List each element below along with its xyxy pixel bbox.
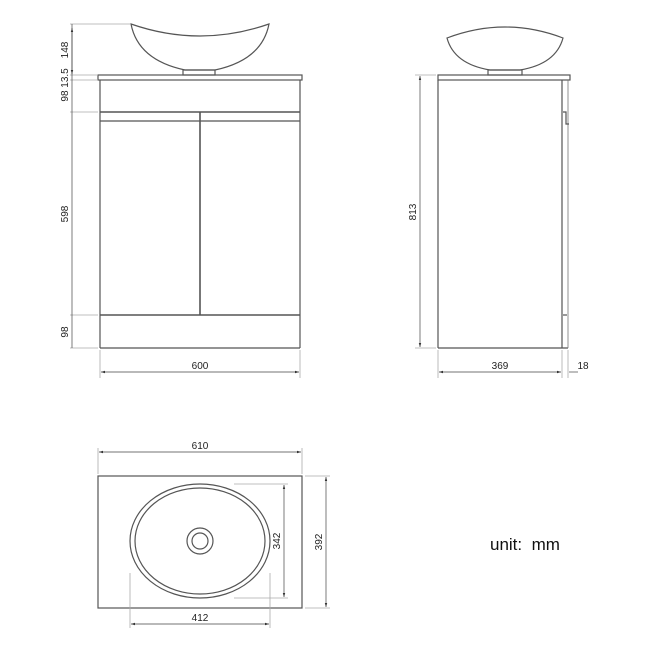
- front-view: 148 13.5 98 598 98 600: [60, 23, 303, 378]
- dim-top-panel: 98: [60, 90, 71, 102]
- side-basin: [446, 26, 564, 71]
- side-basin-waste: [487, 69, 523, 76]
- dim-total-height: 813: [408, 203, 419, 220]
- dim-countertop-depth: 392: [314, 533, 325, 550]
- top-basin-inner: [134, 487, 266, 595]
- side-handle: [563, 111, 569, 125]
- drain-outer-icon: [186, 527, 214, 555]
- top-basin-outer: [129, 483, 271, 599]
- dim-depth: 369: [492, 361, 509, 372]
- dim-basin-height: 148: [60, 41, 71, 58]
- dim-countertop-thickness: 13.5: [60, 68, 71, 88]
- dim-plinth: 98: [60, 326, 71, 338]
- side-countertop: [437, 74, 571, 81]
- top-countertop: [97, 475, 303, 609]
- front-basin: [130, 23, 270, 71]
- drain-inner-icon: [191, 532, 209, 550]
- dim-door-thickness: 18: [577, 361, 589, 372]
- dim-width: 600: [192, 361, 209, 372]
- dim-door-height: 598: [60, 205, 71, 222]
- top-view: 610 392 342 412: [97, 441, 330, 628]
- front-basin-waste: [182, 69, 216, 76]
- side-view: 813 369 18: [408, 26, 589, 378]
- dim-countertop-width: 610: [192, 441, 209, 452]
- unit-label: unit: mm: [490, 535, 560, 554]
- dim-basin-width: 412: [192, 613, 209, 624]
- front-countertop: [97, 74, 303, 81]
- dim-basin-depth: 342: [272, 532, 283, 549]
